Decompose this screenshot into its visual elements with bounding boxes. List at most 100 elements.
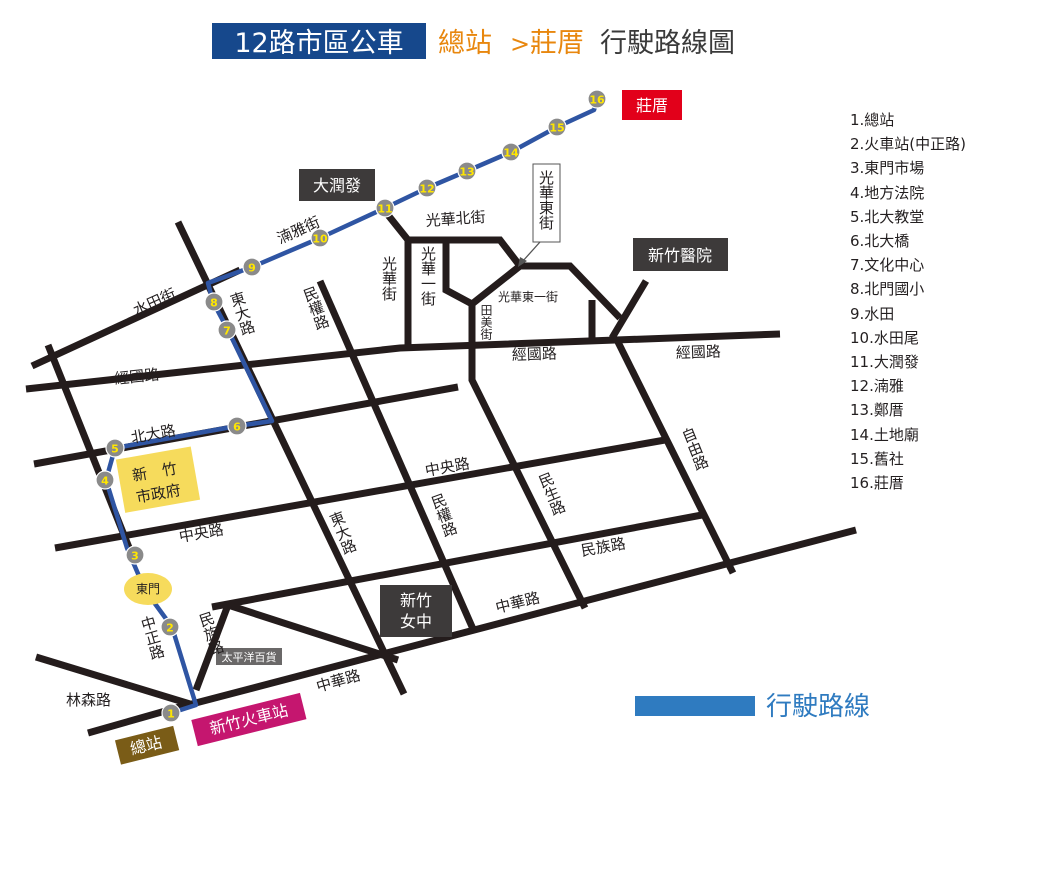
pacific-sogo-box (216, 648, 282, 665)
legend-route-label: 行駛路線 (766, 692, 870, 722)
guanghua-east-pointer (521, 241, 541, 263)
stop-list: 1.總站 2.火車站(中正路) 3.東門市場 4.地方法院 5.北大教堂 6.北… (850, 108, 966, 495)
stop-marker-16[interactable]: 16 (587, 89, 607, 109)
girls-school-box (380, 585, 452, 637)
road-label-guanghua-1: 光華一街 (419, 246, 437, 306)
stop-marker-6[interactable]: 6 (227, 416, 247, 436)
landmarks: 莊厝 大潤發 新竹醫院 新 竹 市政府 東門 新竹 女中 太平洋百貨 新竹火車站… (114, 90, 728, 765)
stop-list-item[interactable]: 7.文化中心 (850, 256, 925, 275)
stop-marker-14[interactable]: 14 (501, 142, 521, 162)
stop-number: 12 (419, 183, 434, 196)
road-label-guanghua-east-1: 光華東一街 (498, 290, 558, 304)
pacific-sogo-label: 太平洋百貨 (222, 650, 277, 664)
guanghua-east-arrowhead (518, 257, 527, 267)
stop-list-item[interactable]: 1.總站 (850, 111, 895, 129)
title-destination: 莊厝 (530, 28, 584, 59)
stop-list-item[interactable]: 14.土地廟 (850, 425, 919, 444)
road-label-beida: 北大路 (130, 421, 177, 447)
stop-number: 8 (210, 297, 218, 310)
stop-number: 9 (248, 262, 256, 275)
stop-marker-13[interactable]: 13 (457, 161, 477, 181)
stop-list-item[interactable]: 5.北大教堂 (850, 207, 925, 226)
stop-list-item[interactable]: 9.水田 (850, 304, 895, 323)
title-suffix: 行駛路線圖 (600, 28, 735, 59)
stop-marker-15[interactable]: 15 (547, 117, 567, 137)
road-ziyou (612, 336, 737, 575)
title-origin: 總站 (438, 28, 492, 59)
legend-route-swatch (635, 696, 755, 716)
stop-list-item[interactable]: 4.地方法院 (850, 183, 925, 202)
stop-marker-5[interactable]: 5 (105, 438, 125, 458)
stop-number: 2 (166, 622, 174, 635)
stop-list-item[interactable]: 13.鄭厝 (850, 401, 904, 420)
road-label-jingguo-right: 經國路 (676, 342, 722, 362)
road-guanghua-east-1 (520, 262, 623, 321)
stop-number: 14 (503, 147, 519, 160)
road-label-guanghua-east: 光華東街 (537, 170, 555, 230)
stop-list-item[interactable]: 8.北門國小 (850, 280, 925, 299)
map-title: 12路市區公車 總站 > 莊厝 行駛路線圖 (212, 23, 735, 59)
stop-list-item[interactable]: 2.火車站(中正路) (850, 135, 967, 154)
terminal-box (114, 725, 180, 765)
stop-marker-10[interactable]: 10 (310, 228, 330, 248)
city-hall-block: 新 竹 市政府 (115, 446, 201, 513)
road-zhonghua (187, 526, 857, 709)
title-route-badge (212, 23, 426, 59)
stop-number: 3 (131, 550, 139, 563)
stop-marker-8[interactable]: 8 (204, 292, 224, 312)
road-label-zhongzheng: 中正路 (137, 614, 167, 662)
stop-marker-1[interactable]: 1 (161, 703, 181, 723)
stop-marker-9[interactable]: 9 (242, 257, 262, 277)
road-minzu-diag (192, 603, 232, 692)
stop-list-item[interactable]: 6.北大橋 (850, 232, 910, 251)
city-hall-box (115, 446, 201, 513)
stop-marker-2[interactable]: 2 (160, 617, 180, 637)
stop-number: 13 (459, 166, 474, 179)
stop-number: 16 (589, 94, 605, 107)
bus-stops: 1 2 3 4 5 6 7 8 9 10 11 12 13 14 15 16 (95, 89, 607, 723)
road-guanghua-north (408, 236, 523, 269)
rt-mart-box (299, 169, 375, 201)
stop-number: 4 (101, 475, 109, 488)
girls-school-label-1: 新竹 (400, 591, 432, 610)
stop-marker-12[interactable]: 12 (417, 178, 437, 198)
stop-list-item[interactable]: 16.莊厝 (850, 474, 904, 493)
stop-marker-3[interactable]: 3 (125, 545, 145, 565)
hospital-box (633, 238, 728, 271)
route-legend: 行駛路線 (635, 692, 870, 722)
east-gate-label: 東門 (136, 582, 160, 596)
road-jingguo (25, 330, 781, 393)
title-route-name: 12路市區公車 (234, 28, 403, 59)
guanghua-east-callout (532, 163, 561, 243)
road-label-tianmei: 田美街 (479, 304, 493, 340)
rt-mart-label: 大潤發 (313, 176, 361, 195)
girls-school-label-2: 女中 (400, 612, 432, 631)
terminal-block: 總站 (114, 725, 180, 765)
stop-list-item[interactable]: 12.湳雅 (850, 377, 904, 396)
stop-number: 10 (312, 233, 328, 246)
road-label-jingguo-mid: 經國路 (512, 344, 558, 364)
stop-number: 7 (223, 325, 231, 338)
road-label-shuitian: 水田街 (130, 285, 178, 320)
road-label-guanghua-north: 光華北街 (425, 208, 486, 230)
road-minzu-short (226, 601, 400, 664)
stop-number: 6 (233, 421, 241, 434)
stop-list-item[interactable]: 3.東門市場 (850, 159, 925, 178)
stop-marker-11[interactable]: 11 (375, 198, 395, 218)
stop-list-item[interactable]: 11.大潤發 (850, 353, 919, 372)
stop-marker-7[interactable]: 7 (217, 320, 237, 340)
stop-marker-4[interactable]: 4 (95, 470, 115, 490)
road-linsen (34, 653, 192, 708)
stop-number: 15 (549, 122, 564, 135)
zhuangcuo-box (622, 90, 682, 120)
road-hospital (608, 279, 650, 340)
stop-list-item[interactable]: 15.舊社 (850, 449, 904, 468)
zhuangcuo-label: 莊厝 (636, 96, 668, 115)
stop-number: 5 (111, 443, 119, 456)
road-label-guanghua-st: 光華街 (380, 256, 398, 301)
stop-list-item[interactable]: 10.水田尾 (850, 328, 919, 347)
road-guanghua-1 (442, 240, 523, 309)
road-minquan (316, 279, 477, 631)
road-minsheng (468, 304, 589, 610)
